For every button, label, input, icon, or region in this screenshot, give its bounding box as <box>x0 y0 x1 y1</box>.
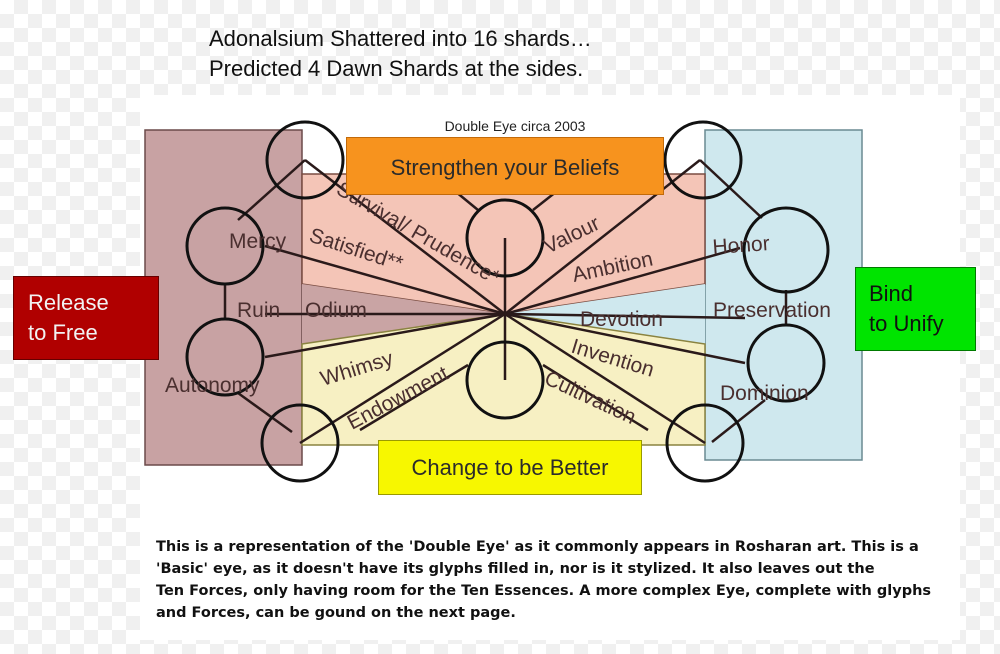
label-odium: Odium <box>305 299 367 322</box>
caption-line-1: This is a representation of the 'Double … <box>156 539 919 555</box>
change-label: Change to be Better <box>411 454 609 480</box>
release-line-1: Release <box>28 290 109 315</box>
header: Adonalsium Shattered into 16 shards… Pre… <box>209 24 592 84</box>
bind-line-1: Bind <box>869 281 914 306</box>
sephiroth-circles <box>185 120 830 483</box>
caption: This is a representation of the 'Double … <box>156 536 956 624</box>
label-preservation: Preservation <box>713 299 831 322</box>
strengthen-box: Strengthen your Beliefs <box>346 137 664 195</box>
label-autonomy: Autonomy <box>165 374 260 397</box>
strengthen-label: Strengthen your Beliefs <box>390 155 620 180</box>
label-devotion: Devotion <box>580 308 663 331</box>
header-line-2: Predicted 4 Dawn Shards at the sides. <box>209 56 584 81</box>
header-line-1: Adonalsium Shattered into 16 shards… <box>209 26 592 51</box>
bind-line-2: to Unify <box>869 311 944 336</box>
label-dominion: Dominion <box>720 382 809 405</box>
label-mercy: Mercy <box>229 230 287 253</box>
caption-line-3: Ten Forces, only having room for the Ten… <box>156 583 932 599</box>
diagram-title: Double Eye circa 2003 <box>445 118 586 134</box>
change-box: Change to be Better <box>378 440 642 495</box>
release-box: Release to Free <box>13 276 159 360</box>
right-column-region <box>704 129 863 461</box>
bind-box: Bind to Unify <box>855 267 976 351</box>
release-line-2: to Free <box>28 320 98 345</box>
caption-line-2: 'Basic' eye, as it doesn't have its glyp… <box>156 561 875 577</box>
devotion-strip-region <box>505 284 705 344</box>
label-ruin: Ruin <box>237 299 280 322</box>
left-column-region <box>144 129 303 466</box>
label-honor: Honor <box>712 232 771 259</box>
caption-line-4: and Forces, can be gound on the next pag… <box>156 605 516 621</box>
connector-lines <box>223 159 788 445</box>
